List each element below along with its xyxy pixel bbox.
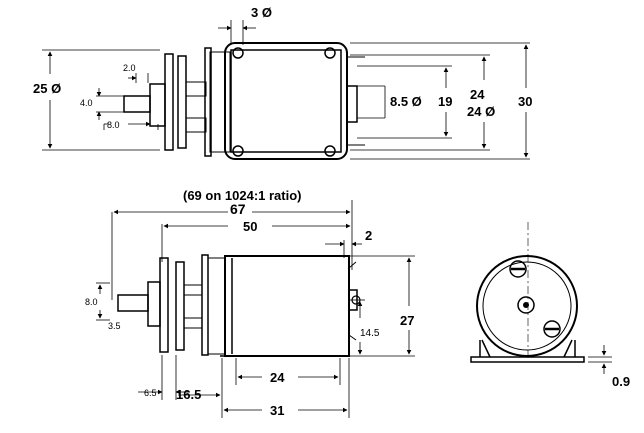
dim-0-9: 0.9 [612, 374, 630, 389]
dim-30: 30 [518, 94, 532, 109]
dim-27: 27 [400, 313, 414, 328]
screw-hole [232, 47, 244, 59]
screw-hole [324, 47, 336, 59]
dim-67: 67 [230, 201, 246, 217]
screw-hole [324, 145, 336, 157]
side-motor-body [224, 255, 350, 357]
dim-8-0-top: 8.0 [107, 120, 120, 130]
end-view: 0.9 [470, 222, 630, 389]
side-view: (69 on 1024:1 ratio) 67 50 2 [85, 188, 415, 418]
dim-16-5: 16.5 [176, 387, 201, 402]
dim-2-0: 2.0 [123, 63, 136, 73]
dim-3-dia: 3 Ø [251, 5, 272, 20]
dim-8-5-dia: 8.5 Ø [390, 94, 422, 109]
dim-4-0: 4.0 [80, 98, 93, 108]
dim-19: 19 [438, 94, 452, 109]
top-motor-body [224, 42, 348, 160]
dim-50: 50 [243, 219, 257, 234]
end-motor-body [476, 255, 578, 357]
ratio-note: (69 on 1024:1 ratio) [183, 188, 302, 203]
dim-2: 2 [365, 228, 372, 243]
end-screw [509, 260, 527, 278]
top-view: 3 Ø 25 Ø 2.0 4.0 8.0 8.5 Ø 19 [33, 5, 532, 160]
dim-3-5: 3.5 [108, 321, 121, 331]
side-output-shaft [117, 294, 149, 312]
output-shaft [123, 95, 151, 113]
end-shaft [517, 296, 535, 314]
dim-24: 24 [470, 87, 485, 102]
dim-24-bottom: 24 [270, 370, 285, 385]
dim-31: 31 [270, 403, 284, 418]
dim-8-0-side: 8.0 [85, 297, 98, 307]
dim-25-dia: 25 Ø [33, 81, 61, 96]
end-screw [543, 320, 561, 338]
dim-14-5: 14.5 [360, 328, 380, 339]
dim-24-dia: 24 Ø [467, 104, 495, 119]
dim-6-5: 6.5 [144, 388, 157, 398]
screw-hole [232, 145, 244, 157]
